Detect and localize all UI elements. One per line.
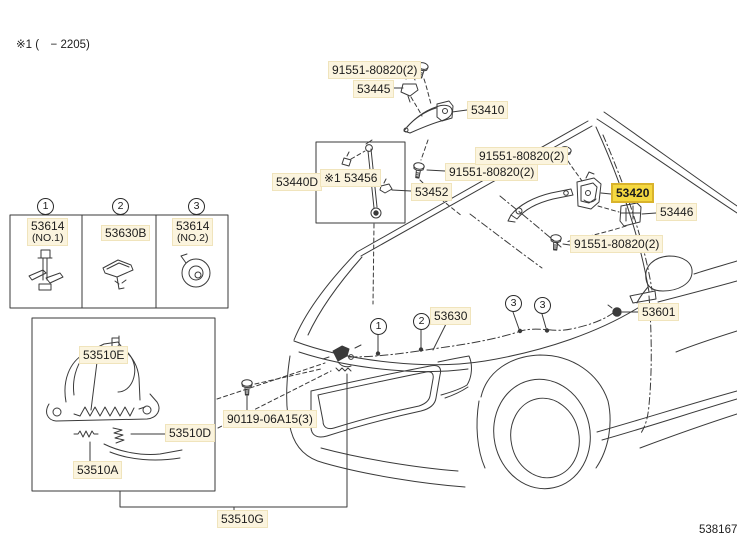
car-outline-sketch bbox=[286, 111, 737, 490]
applicability-note: ※1 ( − 2205) bbox=[16, 39, 90, 51]
legend-part-note: (NO.2) bbox=[176, 232, 209, 244]
label-91551-80820-hinge-upper[interactable]: 91551-80820(2) bbox=[328, 61, 422, 79]
legend-part-number: 53630B bbox=[105, 226, 147, 240]
cable-grommet-icon bbox=[607, 304, 622, 317]
label-53456[interactable]: ※1 53456 bbox=[320, 169, 382, 187]
label-53452[interactable]: 53452 bbox=[411, 183, 453, 201]
hood-latch-group bbox=[507, 145, 642, 251]
legend-label-53614-no2[interactable]: 53614 (NO.2) bbox=[172, 218, 214, 246]
label-53420-highlighted[interactable]: 53420 bbox=[611, 183, 655, 203]
label-53510E[interactable]: 53510E bbox=[79, 346, 129, 364]
label-53510G[interactable]: 53510G bbox=[217, 510, 268, 528]
label-90119-06A15[interactable]: 90119-06A15(3) bbox=[223, 410, 317, 428]
legend-label-53614-no1[interactable]: 53614 (NO.1) bbox=[27, 218, 69, 246]
label-53445[interactable]: 53445 bbox=[353, 80, 395, 98]
callout-1-on-car[interactable]: 1 bbox=[370, 318, 387, 335]
label-53510D[interactable]: 53510D bbox=[165, 424, 216, 442]
legend-box bbox=[9, 214, 229, 309]
side-mirror-sketch bbox=[629, 255, 693, 304]
label-53601[interactable]: 53601 bbox=[638, 303, 680, 321]
legend-part-note: (NO.1) bbox=[31, 232, 64, 244]
callout-3-on-car-b[interactable]: 3 bbox=[534, 297, 551, 314]
label-53510A[interactable]: 53510A bbox=[73, 461, 123, 479]
label-53630[interactable]: 53630 bbox=[430, 307, 472, 325]
label-91551-80820-latch-lower[interactable]: 91551-80820(2) bbox=[570, 235, 664, 253]
label-53446[interactable]: 53446 bbox=[656, 203, 698, 221]
cowl-brace-icon bbox=[507, 188, 574, 223]
legend-part-number: 53614 bbox=[176, 219, 210, 233]
clip-53614-no1-icon bbox=[28, 249, 64, 291]
front-wheel-sketch bbox=[476, 354, 611, 490]
support-rod-box bbox=[315, 139, 406, 305]
rod-clip-icon bbox=[379, 178, 393, 194]
legend-part-number: 53614 bbox=[31, 219, 65, 233]
hood-lock-detail-box bbox=[31, 317, 216, 492]
hood-latch-icon bbox=[576, 171, 602, 210]
legend-label-53630B[interactable]: 53630B bbox=[101, 225, 151, 241]
label-91551-80820-latch-upper[interactable]: 91551-80820(2) bbox=[475, 147, 569, 165]
label-91551-80820-hinge-lower[interactable]: 91551-80820(2) bbox=[445, 163, 539, 181]
legend-callout-2: 2 bbox=[112, 198, 129, 215]
clip-53614-no2-icon bbox=[180, 253, 211, 288]
label-53410[interactable]: 53410 bbox=[467, 101, 509, 119]
legend-callout-1: 1 bbox=[37, 198, 54, 215]
figure-code: 538167 bbox=[699, 524, 737, 536]
callout-3-on-car-a[interactable]: 3 bbox=[505, 295, 522, 312]
legend-callout-3: 3 bbox=[188, 198, 205, 215]
hood-lock-on-car-icon bbox=[322, 344, 362, 372]
hood-hinge-group bbox=[400, 61, 463, 217]
callout-2-on-car[interactable]: 2 bbox=[413, 313, 430, 330]
release-cable-path bbox=[348, 304, 622, 358]
hood-hinge-icon bbox=[403, 100, 454, 134]
label-53440D[interactable]: 53440D bbox=[272, 173, 323, 191]
clip-53630b-icon bbox=[102, 259, 134, 290]
striker-icon bbox=[619, 202, 642, 227]
